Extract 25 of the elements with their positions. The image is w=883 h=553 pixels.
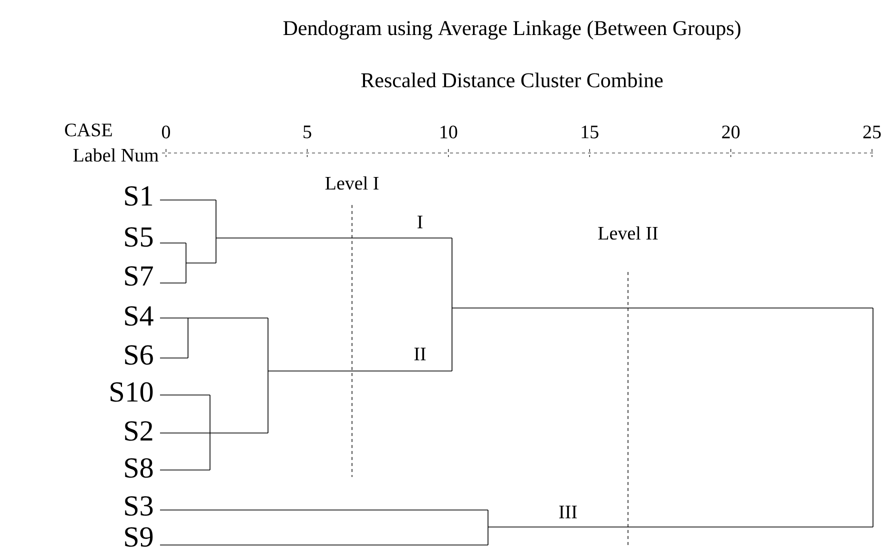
- tick-label: 10: [440, 126, 458, 138]
- leaf-label: S5: [125, 227, 153, 247]
- leaf-label: S3: [125, 496, 153, 516]
- cluster-label: III: [559, 506, 577, 518]
- axis-label: CASE: [65, 124, 112, 136]
- axis-label: Label Num: [73, 148, 159, 162]
- cluster-label: II: [414, 348, 426, 360]
- title: Dendogram using Average Linkage (Between Groups): [283, 20, 740, 40]
- leaf-label: S4: [125, 306, 154, 326]
- level-label: Level II: [598, 226, 658, 240]
- leaf-label: S2: [125, 421, 152, 441]
- axis-title: Rescaled Distance Cluster Combine: [361, 72, 663, 88]
- tick-label: 20: [722, 126, 740, 138]
- level-label: Level I: [325, 176, 379, 190]
- leaf-label: S8: [125, 458, 153, 478]
- tick-label: 25: [863, 126, 881, 138]
- tick-label: 15: [582, 126, 598, 138]
- cluster-label: I: [418, 216, 422, 228]
- leaf-label: S10: [110, 382, 153, 402]
- leaf-label: S1: [125, 186, 152, 206]
- tick-label: 0: [162, 126, 170, 138]
- leaf-label: S9: [125, 527, 153, 547]
- leaf-label: S6: [125, 345, 153, 365]
- leaf-label: S7: [125, 266, 153, 286]
- tick-label: 5: [304, 126, 312, 138]
